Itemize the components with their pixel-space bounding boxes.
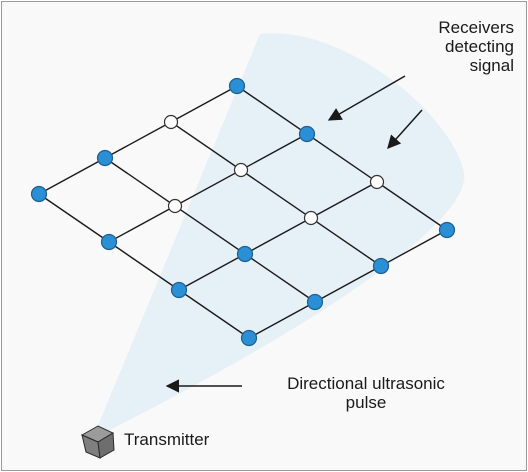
receiver-grid-lines [38, 85, 448, 339]
receiver-node [298, 125, 316, 143]
receiver-node [30, 185, 48, 203]
receivers-arrow-2 [387, 109, 423, 150]
pulse-label-line-2: pulse [345, 393, 387, 412]
receivers-label-line-2: detecting [445, 37, 514, 56]
transmitter-label: Transmitter [124, 430, 210, 449]
pulse-label-line-1: Directional ultrasonic [287, 374, 445, 393]
receiver-node-detecting [303, 210, 319, 226]
receivers-label-line-3: signal [469, 56, 514, 75]
grid-line-col-0 [38, 193, 250, 339]
receiver-node [236, 245, 254, 263]
receiver-node-detecting [233, 162, 249, 178]
grid-line-col-2 [170, 121, 382, 267]
receiver-node-detecting [369, 174, 385, 190]
grid-line-col-1 [104, 157, 316, 303]
receivers-label-line-1: Receivers [438, 18, 514, 37]
receiver-node [170, 281, 188, 299]
ultrasonic-beam [97, 33, 465, 435]
grid-line-col-3 [236, 85, 448, 231]
receiver-node-detecting [163, 114, 179, 130]
receiver-node [306, 293, 324, 311]
grid-line-row-0 [38, 85, 238, 195]
grid-line-row-2 [178, 181, 378, 291]
transmitter-cube-icon [80, 425, 115, 459]
receivers-label: Receivers detecting signal [394, 18, 514, 75]
receiver-nodes [30, 77, 456, 347]
receiver-node [438, 221, 456, 239]
receiver-node [372, 257, 390, 275]
receivers-arrow-1 [327, 75, 406, 121]
receiver-node [96, 149, 114, 167]
receiver-node [228, 77, 246, 95]
grid-line-row-1 [108, 133, 308, 243]
receiver-node [100, 233, 118, 251]
grid-line-row-3 [248, 229, 448, 339]
receiver-node-detecting [167, 198, 183, 214]
receiver-node [240, 329, 258, 347]
pulse-label: Directional ultrasonic pulse [246, 374, 486, 412]
